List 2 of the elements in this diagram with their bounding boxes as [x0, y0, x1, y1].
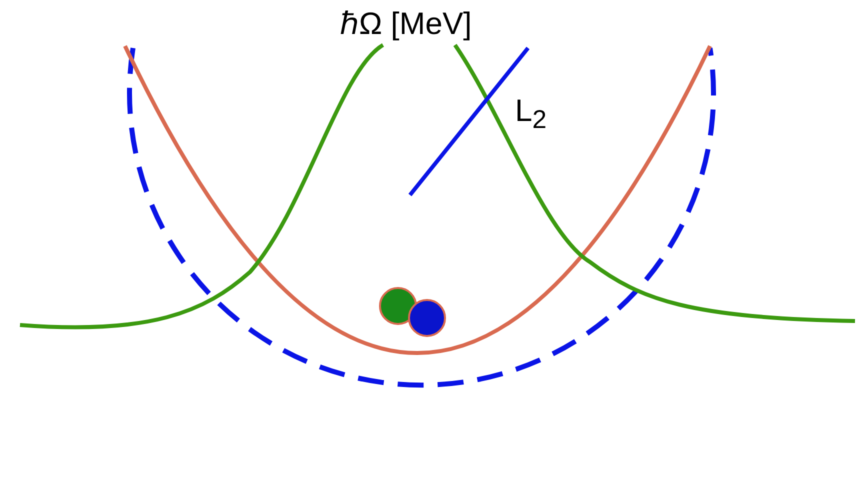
axis-label: ℏΩ [MeV]: [340, 8, 472, 39]
radius-label: L$_{2}$: [515, 95, 547, 134]
